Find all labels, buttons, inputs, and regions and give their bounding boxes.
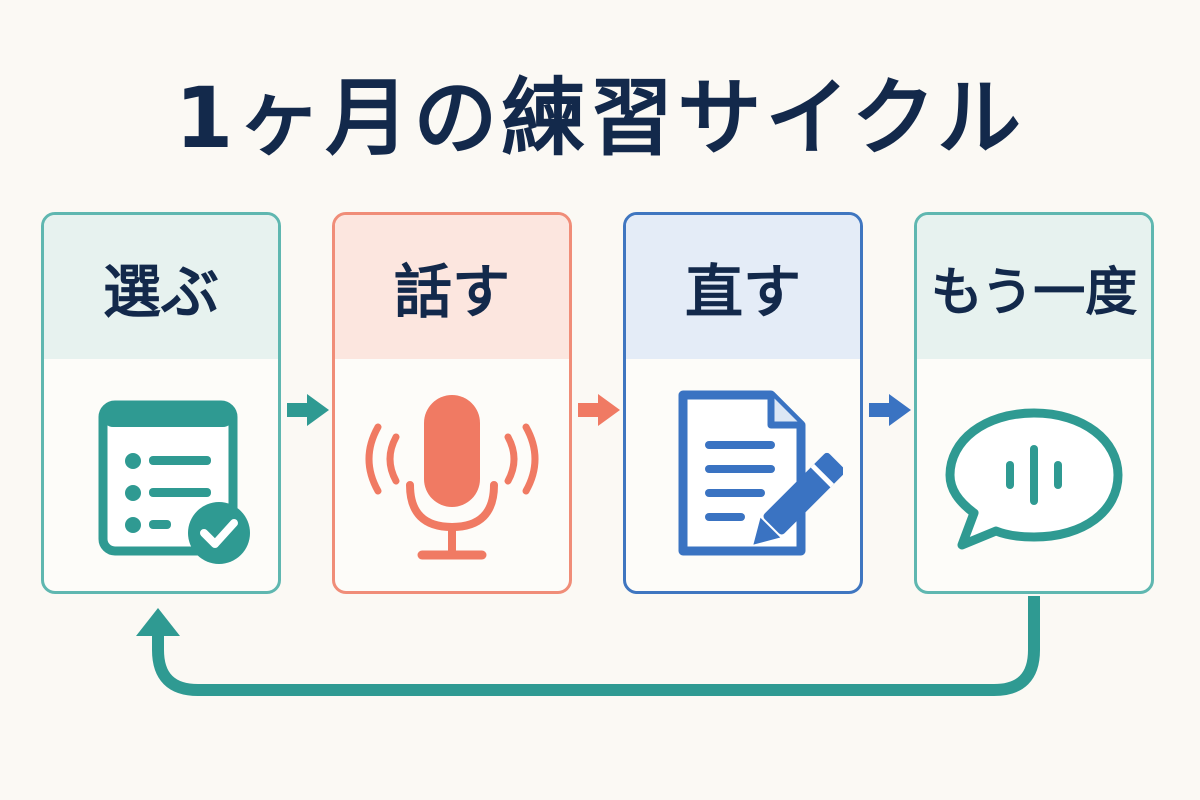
- arrow-right-icon: [869, 394, 911, 426]
- step-card-fix: 直す: [623, 212, 863, 594]
- speech-bubble-icon: [945, 408, 1123, 550]
- checklist-icon: [98, 400, 250, 564]
- step-label-speak: 話す: [335, 215, 569, 359]
- arrow-right-icon: [287, 394, 329, 426]
- diagram-title: 1ヶ月の練習サイクル: [174, 69, 1026, 167]
- document-edit-icon: [678, 390, 843, 556]
- step-card-speak: 話す: [332, 212, 572, 594]
- step-label-choose: 選ぶ: [44, 215, 278, 359]
- step-label-fix: 直す: [626, 215, 860, 359]
- step-card-choose: 選ぶ: [41, 212, 281, 594]
- microphone-icon: [365, 395, 539, 560]
- arrow-right-icon: [578, 394, 620, 426]
- step-card-again: もう一度: [914, 212, 1154, 594]
- step-label-again: もう一度: [917, 215, 1151, 359]
